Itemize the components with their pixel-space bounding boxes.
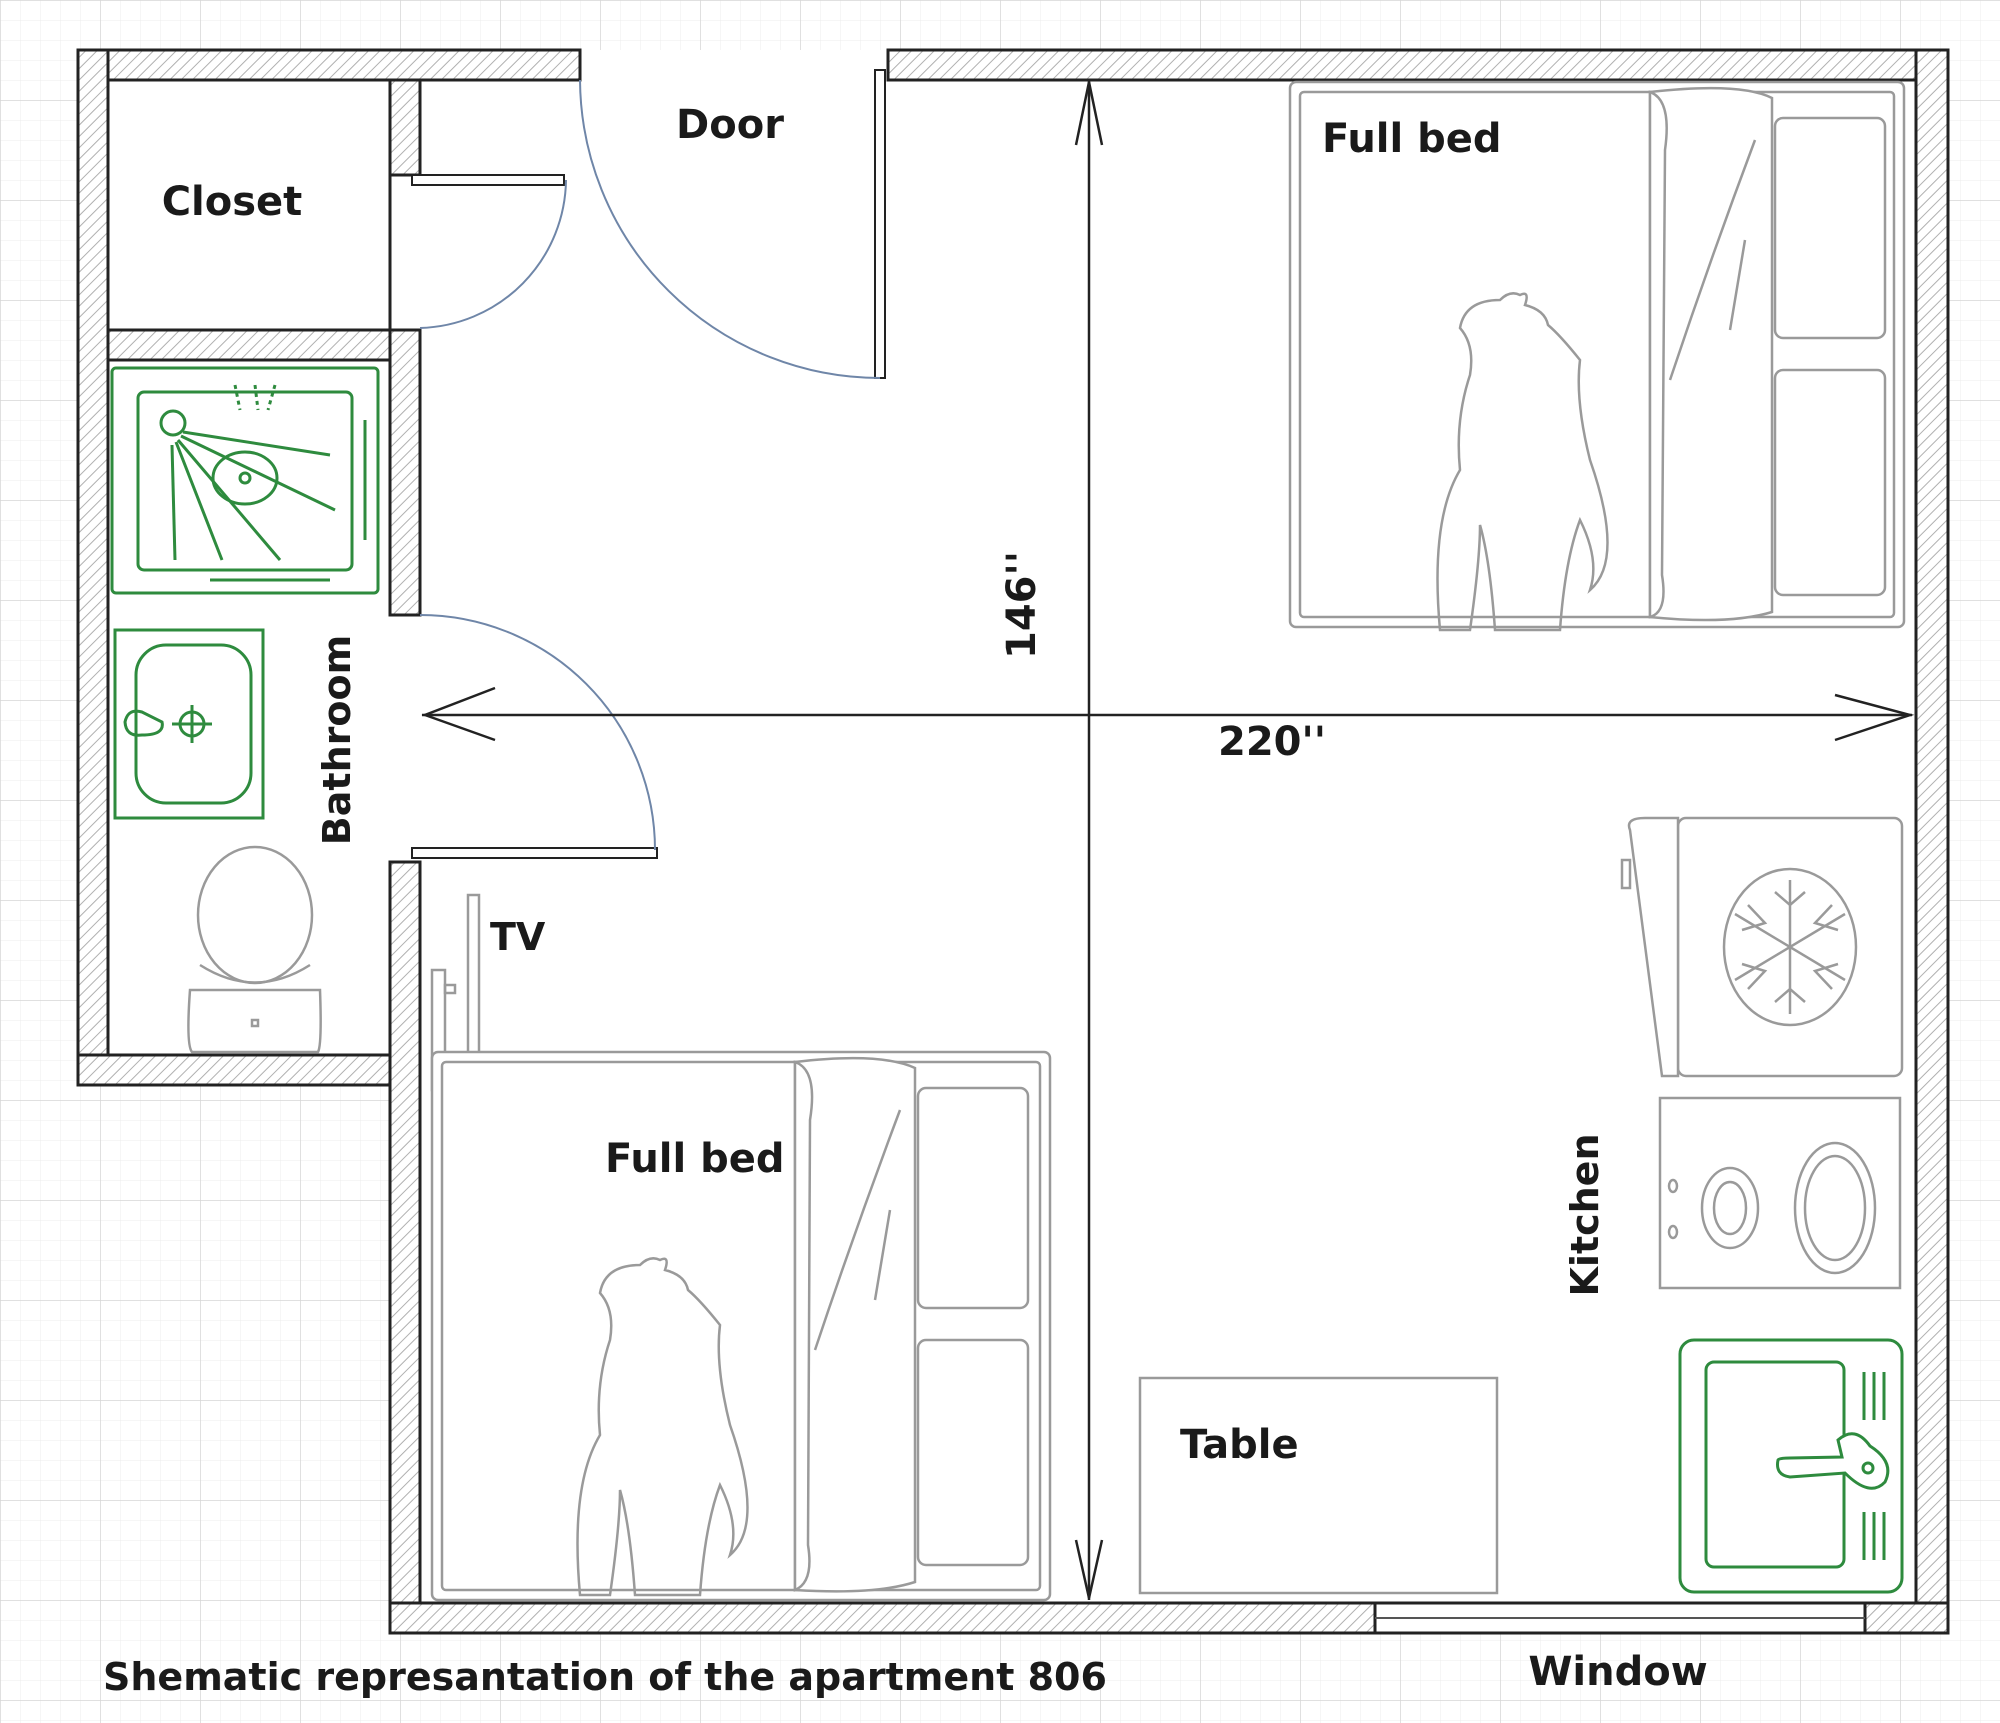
toilet-icon — [187, 845, 322, 1054]
tv-label: TV — [490, 915, 546, 959]
kitchen-sink-icon — [1678, 1338, 1904, 1594]
height-dimension — [1074, 80, 1104, 1600]
fridge-icon — [1620, 816, 1904, 1078]
closet-door — [411, 174, 567, 329]
sink-icon — [113, 628, 265, 820]
kitchen-label: Kitchen — [1563, 1133, 1607, 1296]
closet-label: Closet — [162, 179, 303, 225]
width-dimension — [421, 686, 1915, 742]
window-label: Window — [1528, 1649, 1707, 1695]
width-dimension-label: 220'' — [1218, 719, 1326, 765]
table-box — [1138, 1376, 1499, 1595]
bathroom-door — [411, 614, 658, 859]
table-label: Table — [1180, 1422, 1299, 1468]
entrance-door — [579, 69, 886, 379]
bed-bottom — [430, 1050, 1052, 1602]
door-label: Door — [676, 102, 784, 148]
bed-bottom-label: Full bed — [605, 1136, 785, 1182]
walls — [76, 48, 1950, 1635]
stove-icon — [1658, 1096, 1902, 1290]
bed-top — [1288, 80, 1906, 632]
window — [1373, 1601, 1867, 1635]
diagram-title: Shematic represantation of the apartment… — [103, 1655, 1107, 1699]
bathroom-label: Bathroom — [315, 635, 359, 845]
bed-top-label: Full bed — [1322, 116, 1502, 162]
shower-icon — [110, 366, 380, 595]
closet-box — [106, 78, 392, 332]
height-dimension-label: 146'' — [999, 551, 1045, 659]
